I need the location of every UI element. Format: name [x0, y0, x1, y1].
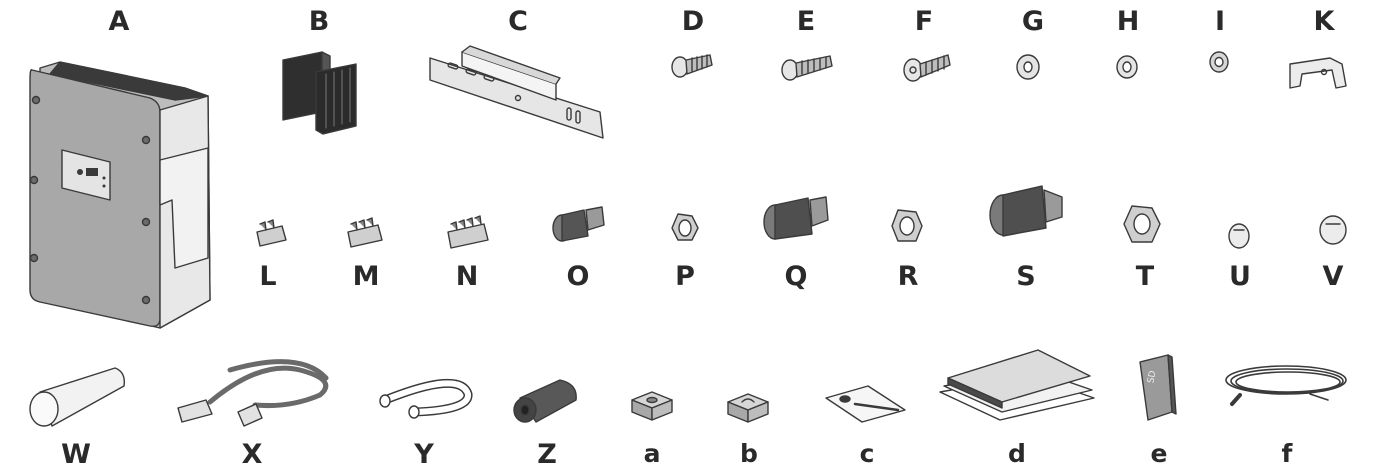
label-X: X	[241, 439, 263, 470]
label-I: I	[1214, 6, 1226, 37]
label-M: M	[352, 261, 380, 292]
part-A-inverter	[29, 61, 211, 329]
part-M-terminal-plug	[347, 217, 383, 248]
part-e-sd-card	[1139, 354, 1177, 421]
label-d: d	[1008, 439, 1026, 468]
label-c: c	[859, 439, 875, 468]
part-T-counter-nut	[1123, 205, 1161, 243]
part-L-terminal-plug	[256, 219, 287, 247]
part-O-cable-gland	[552, 206, 605, 242]
part-W-cylinder	[29, 367, 125, 427]
part-G-washer	[1016, 54, 1040, 80]
part-Y-tube	[379, 378, 473, 419]
label-O: O	[566, 261, 590, 292]
label-P: P	[675, 261, 695, 292]
part-E-screw	[781, 55, 833, 81]
part-U-filler-plug	[1228, 223, 1250, 249]
label-Y: Y	[414, 439, 434, 470]
label-S: S	[1016, 261, 1036, 292]
part-Z-ferrite	[513, 379, 577, 423]
part-H-washer	[1116, 55, 1138, 79]
part-P-counter-nut	[671, 213, 699, 241]
part-d-documents	[939, 349, 1095, 421]
label-K: K	[1313, 6, 1335, 37]
label-b: b	[740, 439, 758, 468]
label-e: e	[1150, 439, 1168, 468]
part-S-cable-gland	[989, 185, 1063, 237]
label-N: N	[455, 261, 479, 292]
part-f-cable-coil	[1225, 365, 1347, 406]
label-E: E	[796, 6, 816, 37]
part-b-square-plug	[727, 393, 769, 423]
label-L: L	[259, 261, 277, 292]
label-R: R	[897, 261, 919, 292]
part-D-screw	[671, 54, 713, 78]
part-c-label-sheet	[825, 385, 906, 423]
label-a: a	[643, 439, 661, 468]
label-T: T	[1135, 261, 1155, 292]
label-C: C	[508, 6, 528, 37]
label-V: V	[1322, 261, 1344, 292]
part-C-wall-bracket	[429, 45, 604, 139]
label-D: D	[681, 6, 705, 37]
label-A: A	[108, 6, 130, 37]
part-B-vent-grilles	[282, 51, 357, 135]
label-Q: Q	[784, 261, 808, 292]
label-Z: Z	[537, 439, 557, 470]
part-R-counter-nut	[891, 209, 923, 242]
part-I-washer	[1209, 51, 1229, 73]
label-G: G	[1021, 6, 1045, 37]
part-a-square-plug	[631, 391, 673, 421]
part-N-terminal-plug	[447, 215, 489, 249]
label-F: F	[914, 6, 934, 37]
label-f: f	[1281, 439, 1293, 468]
label-U: U	[1229, 261, 1251, 292]
part-V-filler-plug	[1319, 215, 1347, 245]
part-F-screw	[903, 54, 951, 82]
part-Q-cable-gland	[763, 196, 829, 240]
part-X-network-cable	[177, 359, 329, 427]
label-H: H	[1116, 6, 1140, 37]
part-K-clamp	[1289, 57, 1347, 89]
label-B: B	[308, 6, 330, 37]
label-W: W	[61, 439, 91, 470]
